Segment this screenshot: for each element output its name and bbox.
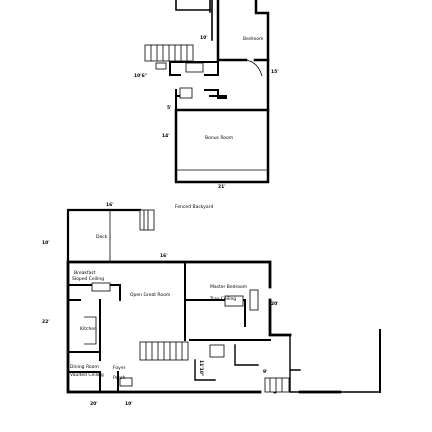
upper-bath-walls <box>169 61 219 76</box>
dim-deck-top: 16' <box>106 202 114 208</box>
dim-top-left: 10' <box>200 35 208 41</box>
bonus-room-walls <box>174 108 270 184</box>
upper-floor: Bedroom Bonus Room 10' 10'6" 15' 5' 14' … <box>134 0 279 190</box>
dim-closet: 10'6" <box>134 73 147 79</box>
kitchen-sink <box>91 282 111 292</box>
label-deck: Deck <box>96 234 108 240</box>
label-master-bedroom: Master Bedroom <box>210 284 247 290</box>
label-fenced-backyard: Fenced Backyard <box>175 204 213 210</box>
label-vaulted-ceiling: Vaulted Ceiling <box>70 372 104 378</box>
label-tray-ceiling: Tray Ceiling <box>209 296 236 302</box>
upper-top-rail <box>175 0 211 11</box>
upper-sink <box>179 87 193 99</box>
dim-deck-left: 10' <box>42 240 50 246</box>
garage-walls <box>289 334 381 393</box>
upper-staircase <box>144 44 194 62</box>
label-breakfast: Breakfast <box>74 270 96 276</box>
master-tub <box>224 295 244 307</box>
main-floor: Fenced Backyard Deck Breakfast Sloped Ce… <box>42 202 381 407</box>
dim-stair: 5' <box>167 105 172 111</box>
bedroom-upper-walls <box>216 0 270 62</box>
dim-deck-right: 16' <box>160 253 168 259</box>
foyer-closet <box>119 377 133 387</box>
deck-steps <box>139 209 155 231</box>
dim-main-left: 22' <box>42 319 50 325</box>
label-open-great-room: Open Great Room <box>130 292 170 298</box>
bath-walls <box>194 344 259 381</box>
upper-closet <box>155 62 167 70</box>
label-kitchen: Kitchen <box>80 326 97 332</box>
upper-door-swing <box>245 59 263 77</box>
master-bath-fixture <box>209 344 225 358</box>
dim-bonus-left: 14' <box>162 133 170 139</box>
upper-top-post <box>209 0 213 41</box>
label-foyer: Foyer <box>113 365 126 371</box>
dim-bottom-mid: 10' <box>125 401 133 407</box>
dim-bottom-left: 20' <box>90 401 98 407</box>
dim-right-lower: 20' <box>271 301 279 307</box>
main-staircase <box>139 341 189 361</box>
dim-stairs-vertical: 11'10" <box>198 360 204 376</box>
dim-right-upper: 15' <box>271 69 279 75</box>
main-outer-walls <box>66 260 342 394</box>
label-porch: Porch <box>113 375 126 381</box>
kitchen-walls <box>67 284 121 361</box>
kitchen-island <box>84 316 97 345</box>
deck-walls <box>66 208 142 264</box>
label-sloped-ceiling: Sloped Ceiling <box>72 276 104 282</box>
label-bedroom-upper: Bedroom <box>243 36 263 42</box>
label-dining-room: Dining Room <box>70 364 99 370</box>
dim-bottom-right: 9' <box>263 369 268 375</box>
dining-walls <box>67 371 119 393</box>
upper-tub <box>185 62 204 73</box>
laundry-block <box>264 377 290 393</box>
master-closet <box>249 289 259 311</box>
label-bonus-room: Bonus Room <box>205 135 233 141</box>
dim-bonus-bottom: 21' <box>218 184 226 190</box>
